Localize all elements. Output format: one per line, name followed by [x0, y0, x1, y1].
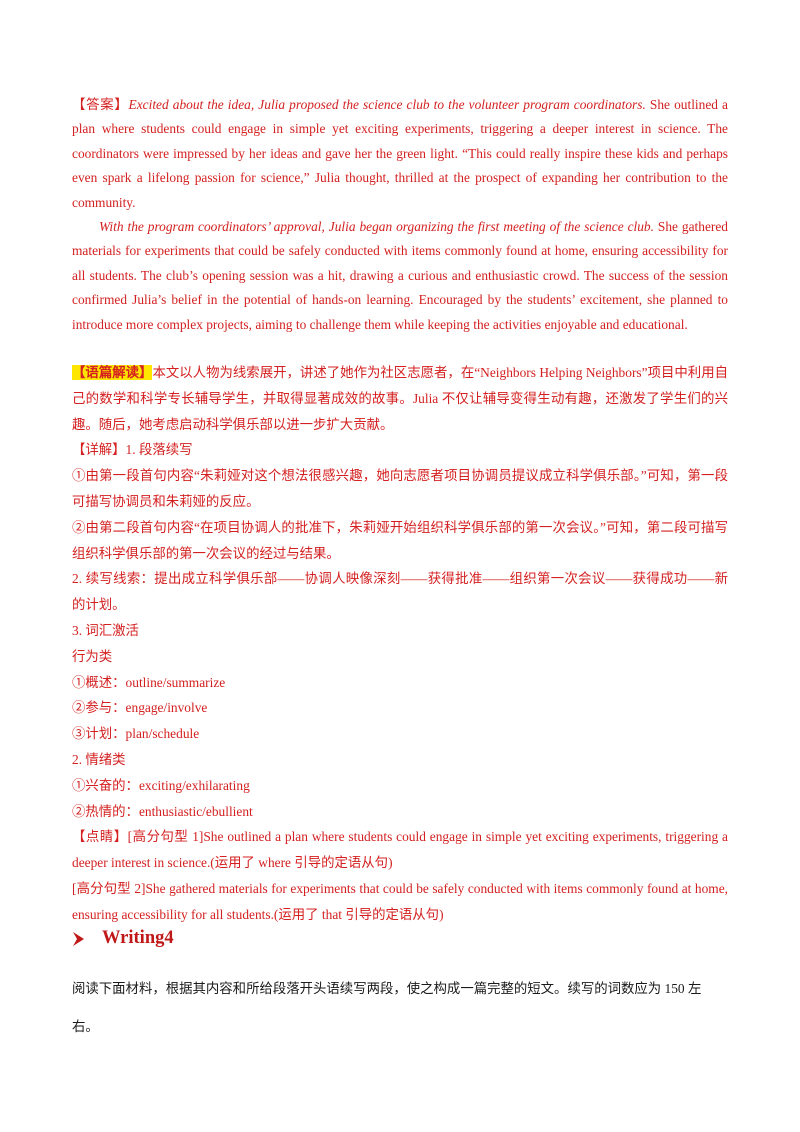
answer-p1-opening: Excited about the idea, Julia proposed t… — [128, 97, 646, 112]
detail-point-1: ①由第一段首句内容“朱莉娅对这个想法很感兴趣，她向志愿者项目协调员提议成立科学俱… — [72, 468, 728, 509]
section-heading: Writing4 — [72, 928, 174, 949]
section-heading-text: Writing4 — [102, 928, 174, 948]
section-instruction: 阅读下面材料，根据其内容和所给段落开头语续写两段，使之构成一篇完整的短文。续写的… — [72, 981, 702, 1034]
answer-label: 【答案】 — [72, 97, 129, 112]
vocab-item: ②参与：engage/involve — [72, 700, 208, 716]
vocab-item: ②热情的：enthusiastic/ebullient — [72, 803, 253, 819]
detail-section: 【语篇解读】本文以人物为线索展开，讲述了她作为社区志愿者，在“Neighbors… — [72, 360, 728, 928]
highlight-sentence-2: [高分句型 2]She gathered materials for exper… — [72, 880, 728, 922]
answer-p2-body: She gathered materials for experiments t… — [72, 219, 728, 332]
answer-p1-body: She outlined a plan where students could… — [72, 97, 728, 210]
interpretation-paragraph: 【语篇解读】本文以人物为线索展开，讲述了她作为社区志愿者，在“Neighbors… — [72, 360, 728, 437]
continuation-clue: 2. 续写线索：提出成立科学俱乐部——协调人映像深刻——获得批准——组织第一次会… — [72, 571, 728, 613]
behavior-title: 行为类 — [72, 648, 113, 664]
interpretation-label: 【语篇解读】 — [72, 365, 153, 380]
chevron-right-icon — [73, 931, 84, 946]
vocab-item: ①兴奋的：exciting/exhilarating — [72, 777, 250, 793]
vocab-item: ①概述：outline/summarize — [72, 674, 226, 690]
emotion-title: 2. 情绪类 — [72, 751, 126, 767]
highlight-sentence-1: 【点睛】[高分句型 1]She outlined a plan where st… — [72, 829, 728, 871]
vocab-title: 3. 词汇激活 — [72, 622, 139, 638]
detail-title: 【详解】1. 段落续写 — [72, 442, 193, 458]
detail-point-2: ②由第二段首句内容“在项目协调人的批准下，朱莉娅开始组织科学俱乐部的第一次会议。… — [72, 519, 728, 561]
answer-paragraph-2: With the program coordinators’ approval,… — [72, 215, 728, 337]
answer-paragraph-1: 【答案】Excited about the idea, Julia propos… — [72, 93, 728, 215]
vocab-item: ③计划：plan/schedule — [72, 726, 200, 742]
answer-p2-opening: With the program coordinators’ approval,… — [99, 219, 654, 235]
interpretation-text: 本文以人物为线索展开，讲述了她作为社区志愿者，在“Neighbors Helpi… — [72, 365, 729, 432]
answer-section: 【答案】Excited about the idea, Julia propos… — [72, 93, 728, 337]
